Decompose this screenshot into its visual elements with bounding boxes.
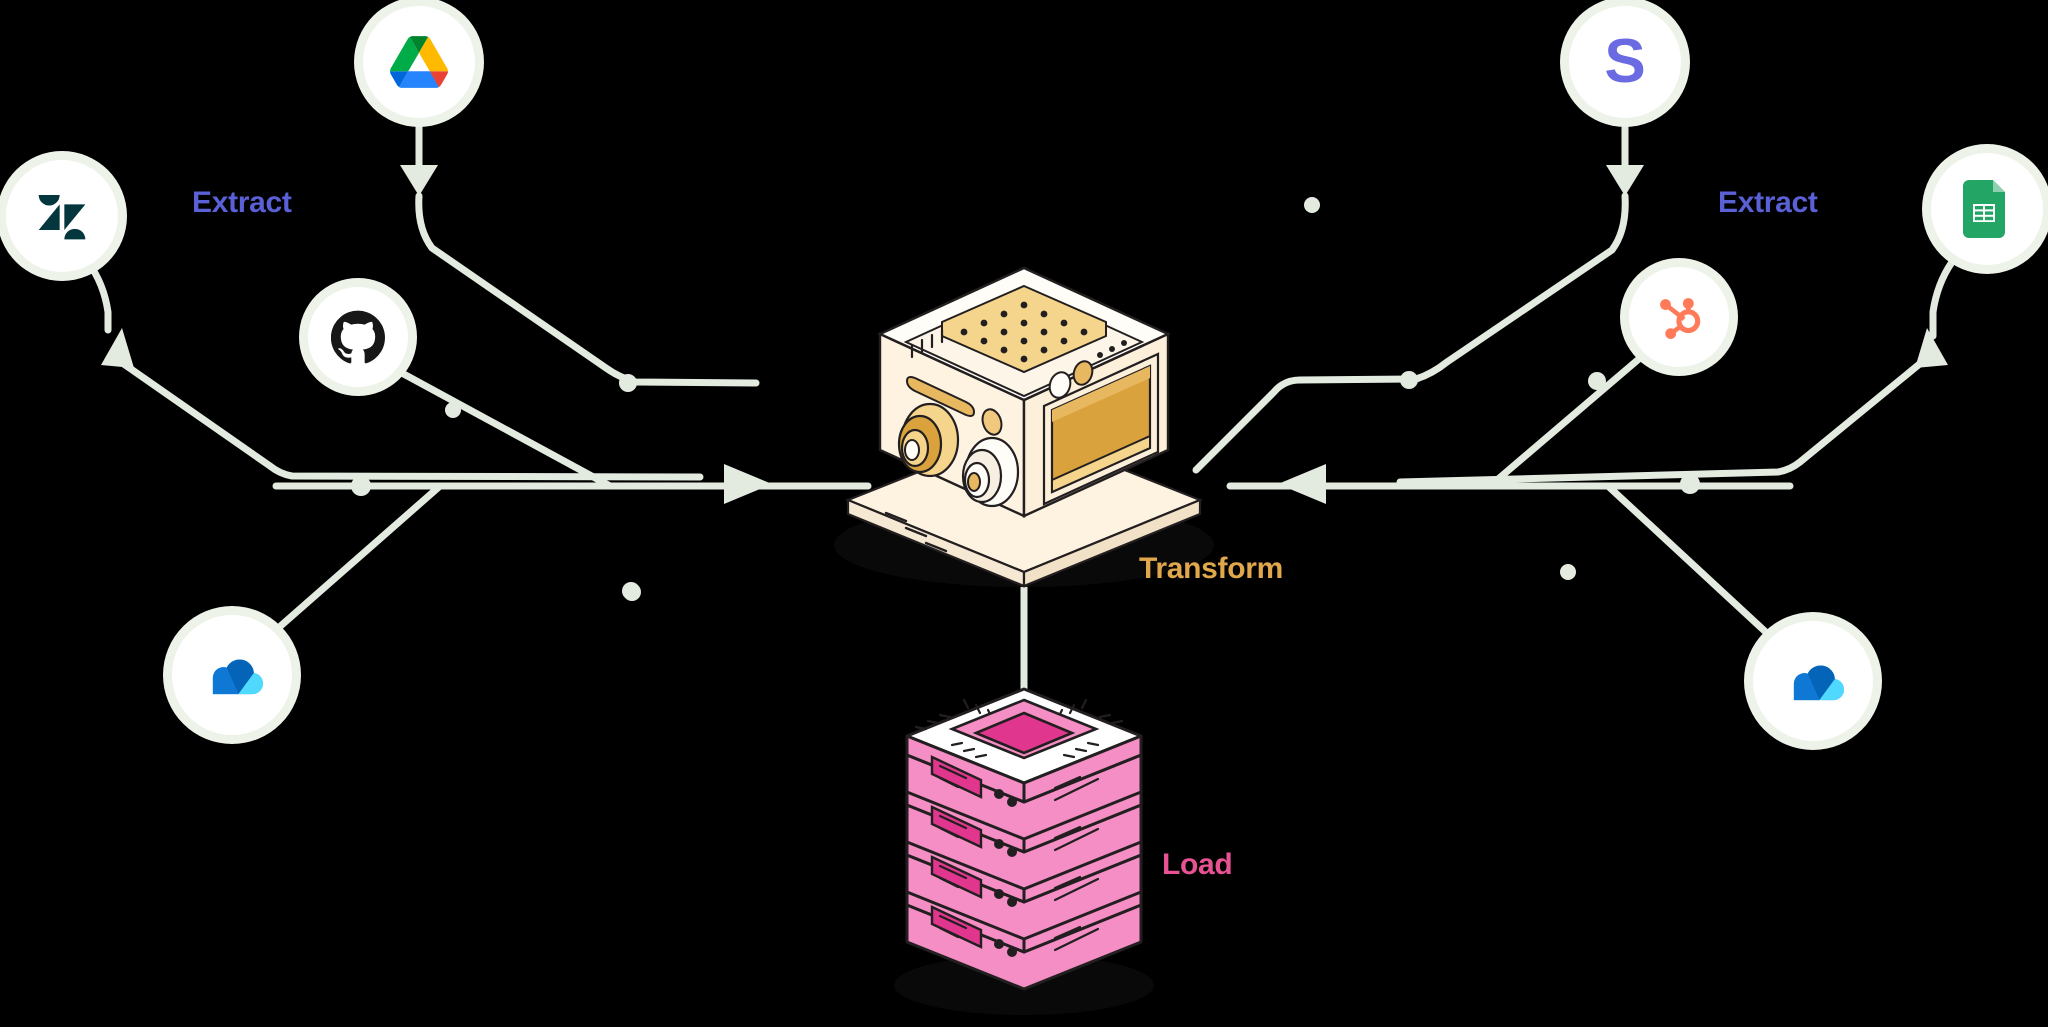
arrowhead-left-into-transform	[724, 464, 772, 504]
wire-dot	[1680, 474, 1700, 494]
github-icon	[331, 310, 385, 364]
source-node-google-drive[interactable]	[363, 6, 475, 118]
wire-sheets-to-bus	[1396, 358, 1926, 486]
onedrive-icon	[198, 653, 266, 697]
stage-label-extract-right: Extract	[1718, 186, 1818, 219]
wire-dot	[622, 582, 640, 600]
server-stack-icon	[894, 687, 1154, 1015]
source-node-onedrive-left[interactable]	[172, 615, 292, 735]
source-node-onedrive-right[interactable]	[1753, 621, 1873, 741]
hubspot-icon	[1652, 290, 1706, 344]
source-node-hubspot[interactable]	[1629, 267, 1729, 367]
wire-sheets-stub	[1929, 258, 1956, 340]
arrowhead-zendesk	[101, 328, 134, 368]
source-node-google-sheets[interactable]	[1931, 153, 2043, 265]
wire-dot	[1304, 197, 1320, 213]
arrowhead-sheets	[1915, 328, 1948, 368]
source-node-github[interactable]	[308, 287, 408, 387]
wire-onedrive-right-to-bus	[1604, 482, 1774, 640]
arrowheads	[101, 165, 1948, 504]
wire-segment-to-bus	[1296, 192, 1629, 384]
wire-dot	[619, 374, 637, 392]
wire-github-to-bus	[396, 368, 614, 490]
wire-upper-right-down	[1192, 376, 1304, 474]
stage-label-load: Load	[1162, 848, 1233, 881]
wire-zendesk-to-bus	[114, 356, 704, 481]
arrowhead-gdrive-down	[400, 165, 438, 196]
google-drive-icon	[390, 36, 448, 88]
letter-s-icon: S	[1604, 27, 1646, 96]
arrowhead-right-into-transform	[1278, 464, 1326, 504]
server-tier-top	[905, 687, 1143, 841]
google-sheets-icon	[1963, 180, 2011, 238]
source-node-zendesk[interactable]	[6, 160, 118, 272]
stage-label-transform: Transform	[1139, 552, 1284, 585]
wire-dot	[1560, 564, 1576, 580]
arrowhead-segment-down	[1606, 165, 1644, 196]
zendesk-icon	[34, 188, 90, 244]
wire-dot	[445, 402, 461, 418]
wire-dots	[351, 197, 1700, 601]
oven-isometric-icon	[834, 266, 1214, 588]
wire-hubspot-to-bus	[1486, 354, 1644, 490]
wire-onedrive-left-to-bus	[272, 482, 444, 634]
wire-dot	[1400, 371, 1418, 389]
wire-dot	[351, 476, 371, 496]
wire-dot	[1588, 372, 1606, 390]
onedrive-icon	[1779, 659, 1847, 703]
wire-zendesk-stub	[84, 258, 112, 334]
stage-label-extract-left: Extract	[192, 186, 292, 219]
source-node-segment[interactable]: S	[1569, 6, 1681, 118]
